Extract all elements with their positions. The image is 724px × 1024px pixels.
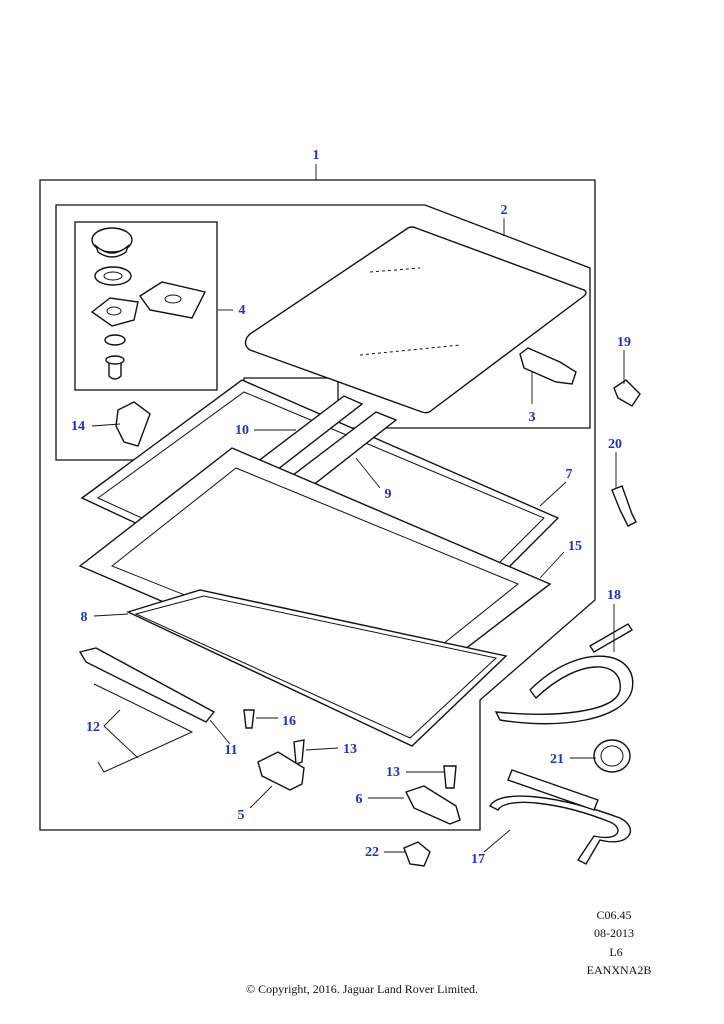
callout-8: 8: [81, 610, 88, 625]
assembly-frame: [39, 179, 596, 831]
callout-5: 5: [238, 808, 245, 823]
part-17: [489, 795, 632, 865]
callout-3: 3: [529, 410, 536, 425]
part-13b: [443, 765, 457, 789]
reference-date: 08-2013: [594, 926, 634, 940]
callout-6: 6: [356, 792, 363, 807]
callout-9: 9: [385, 487, 392, 502]
callout-4: 4: [239, 303, 246, 318]
callout-16: 16: [282, 714, 296, 729]
part-14: [115, 401, 151, 447]
callout-7: 7: [566, 467, 573, 482]
reference-level: L6: [609, 945, 623, 959]
callout-21: 21: [550, 752, 564, 767]
part-12: [93, 683, 194, 773]
callout-15: 15: [568, 539, 582, 554]
leader-lines: [91, 164, 625, 853]
callout-1: 1: [313, 148, 320, 163]
reference-code: C06.45: [596, 908, 632, 922]
copyright-notice: © Copyright, 2016. Jaguar Land Rover Lim…: [245, 982, 479, 996]
callout-12: 12: [86, 720, 100, 735]
part-6: [405, 785, 461, 825]
callout-13a: 13: [343, 742, 357, 757]
part-21: [593, 739, 631, 773]
part-22: [403, 841, 431, 867]
part-3: [519, 347, 577, 385]
frame-8: [126, 589, 508, 747]
part-16: [243, 709, 255, 729]
callout-14: 14: [71, 419, 85, 434]
callout-13b: 13: [386, 765, 400, 780]
illustration-id: EANXNA2B: [586, 963, 652, 977]
part-18: [494, 655, 634, 725]
callout-10: 10: [235, 423, 249, 438]
part-20: [611, 485, 637, 527]
callout-20: 20: [608, 437, 622, 452]
part-11: [78, 647, 216, 723]
part-19: [613, 379, 641, 407]
part-5: [257, 751, 305, 791]
glass-panel: [244, 226, 587, 414]
callout-17: 17: [471, 852, 485, 867]
callout-2: 2: [501, 203, 508, 218]
callout-11: 11: [224, 743, 237, 758]
part-13a: [293, 739, 305, 765]
kit-parts: [90, 227, 207, 380]
kit-box: [74, 221, 218, 391]
callout-18: 18: [607, 588, 621, 603]
callout-19: 19: [617, 335, 631, 350]
callout-22: 22: [365, 845, 379, 860]
